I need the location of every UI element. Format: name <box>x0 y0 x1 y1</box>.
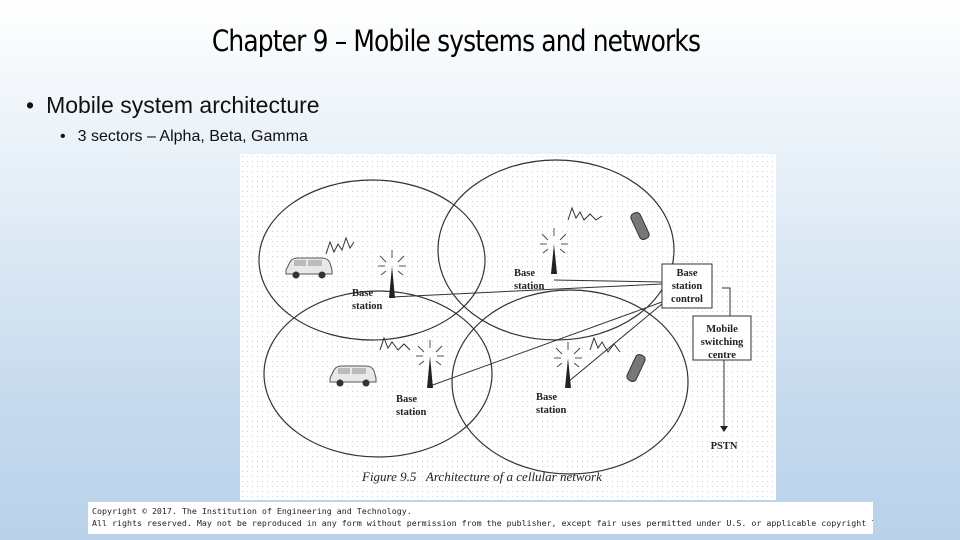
link-bsc-msc <box>722 287 731 316</box>
car-icon <box>285 257 333 279</box>
antenna-icon <box>554 342 582 388</box>
mobile-phone-icon <box>626 354 646 382</box>
pstn-arrow-icon <box>720 426 728 432</box>
cell-top-right <box>437 159 675 341</box>
car-icon <box>329 365 377 387</box>
cell-bottom-left <box>263 290 493 458</box>
antenna-icon <box>416 340 444 388</box>
figure-caption: Figure 9.5 Architecture of a cellular ne… <box>361 469 602 484</box>
bullet-marker: • <box>60 128 66 145</box>
bullet-marker: • <box>26 92 35 118</box>
copyright-line-2: All rights reserved. May not be reproduc… <box>92 518 873 528</box>
radio-wave-icon <box>325 236 355 255</box>
link-bs4-bsc <box>567 303 663 383</box>
cell-top-left <box>258 179 486 341</box>
bullet-text: Mobile system architecture <box>46 92 320 118</box>
antenna-icon <box>540 228 568 274</box>
radio-wave-icon <box>379 336 411 351</box>
copyright-notice: Copyright © 2017. The Institution of Eng… <box>88 502 873 534</box>
link-bs3-bsc <box>429 301 663 387</box>
copyright-line-1: Copyright © 2017. The Institution of Eng… <box>92 506 412 516</box>
radio-wave-icon <box>567 206 603 221</box>
antenna-icon <box>378 250 406 298</box>
bullet-level-1: • Mobile system architecture <box>26 92 320 119</box>
bullet-level-2: • 3 sectors – Alpha, Beta, Gamma <box>60 128 308 146</box>
link-bs1-bsc <box>391 283 663 298</box>
mobile-phone-icon <box>630 212 650 240</box>
label-pstn: PSTN <box>711 441 738 452</box>
cell-bottom-right <box>451 289 689 475</box>
radio-wave-icon <box>589 336 621 353</box>
mobile-switching-centre-box <box>692 315 752 361</box>
base-station-control-box <box>661 263 713 309</box>
link-bs2-bsc <box>553 279 663 283</box>
slide-title: Chapter 9 – Mobile systems and networks <box>211 24 701 58</box>
bullet-text: 3 sectors – Alpha, Beta, Gamma <box>77 128 308 145</box>
